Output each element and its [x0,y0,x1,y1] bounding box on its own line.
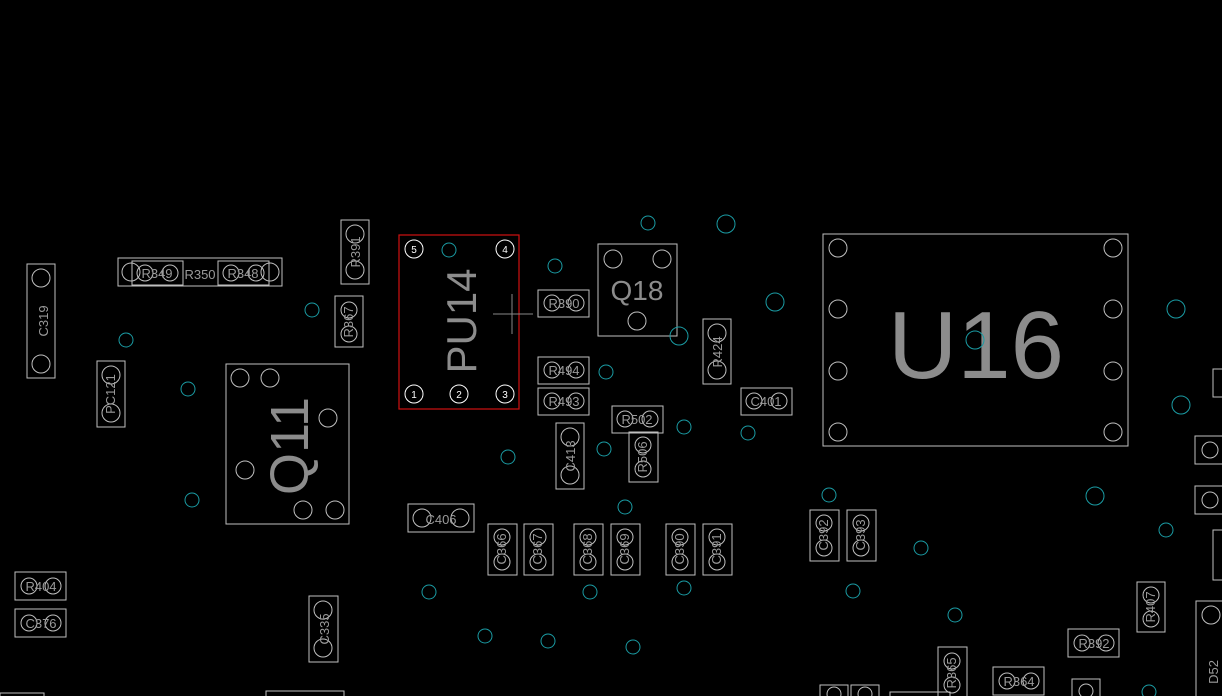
label-c368: C368 [580,533,595,564]
label-d52: D52 [1206,660,1221,684]
label-c401: C401 [750,394,781,409]
component-c406[interactable]: C406 [407,503,475,533]
component-c393[interactable]: C393 [846,509,877,562]
label-c366: C366 [494,533,509,564]
component-c319[interactable]: C319 [26,263,56,379]
component-r407[interactable]: R407 [1136,581,1166,633]
component-r404[interactable]: R404 [14,571,67,601]
component-r493[interactable]: R493 [537,387,590,416]
component-q18[interactable]: Q18 [597,243,678,337]
component-r502[interactable]: R502 [611,405,664,434]
component-r364[interactable]: R364 [992,666,1045,696]
label-c369: C369 [617,533,632,564]
component-d52[interactable]: D52 [1195,600,1222,696]
label-c319: C319 [36,305,51,336]
label-c392: C392 [816,519,831,550]
label-r506: R506 [635,441,650,472]
label-r407: R407 [1143,591,1158,622]
component-c367[interactable]: C367 [523,523,554,576]
component-c391[interactable]: C391 [702,523,733,576]
label-pu14: PU14 [438,268,485,373]
component-r506[interactable]: R506 [628,431,659,483]
label-c390: C390 [672,533,687,564]
label-r350: R350 [184,267,215,282]
crosshair-icon [493,294,533,334]
label-r424: R424 [710,336,725,367]
component-r390[interactable]: R390 [537,289,590,318]
component-r367[interactable]: R367 [334,295,364,348]
label-q11: Q11 [260,397,320,495]
label-r391: R391 [348,236,363,267]
component-c366[interactable]: C366 [487,523,518,576]
component-r391[interactable]: R391 [340,219,370,285]
label-pc121: PC121 [103,374,118,414]
component-c413[interactable]: C413 [555,422,585,490]
label-c413: C413 [563,440,578,471]
component-r424[interactable]: R424 [702,318,732,385]
component-c335[interactable]: C335 [308,595,339,663]
component-r350[interactable]: R350 [117,257,283,287]
component-partial-bottom[interactable] [0,678,1101,696]
label-r392: R392 [1078,636,1109,651]
pu14-pin-3: 3 [502,390,508,401]
label-r390: R390 [548,296,579,311]
label-q18: Q18 [611,275,664,306]
label-c335: C335 [317,613,332,644]
label-r493: R493 [548,394,579,409]
component-r392[interactable]: R392 [1067,628,1120,658]
component-c390[interactable]: C390 [665,523,696,576]
label-c406: C406 [425,512,456,527]
label-c367: C367 [530,533,545,564]
label-c393: C393 [853,519,868,550]
label-c376: C376 [25,616,56,631]
component-r494[interactable]: R494 [537,356,590,385]
label-r494: R494 [548,363,579,378]
label-r404: R404 [25,579,56,594]
label-r364: R364 [1003,674,1034,689]
component-pu14[interactable]: 5 4 1 2 3 PU14 [398,234,520,410]
component-r349[interactable]: R349 [131,260,184,286]
label-r502: R502 [621,412,652,427]
label-r349: R349 [141,266,172,281]
pu14-pin-4: 4 [502,245,508,256]
component-c376[interactable]: C376 [14,608,67,638]
component-q11[interactable]: Q11 [225,363,350,525]
label-c391: C391 [709,533,724,564]
component-r348[interactable]: R348 [217,260,270,286]
component-pc121[interactable]: PC121 [96,360,126,428]
component-u16[interactable]: U16 [822,233,1129,447]
pu14-pin-1: 1 [411,390,417,401]
pu14-pin-5: 5 [411,245,417,256]
component-c369[interactable]: C369 [610,523,641,576]
label-r348: R348 [227,266,258,281]
pu14-pin-2: 2 [456,390,462,401]
via-layer [118,214,1191,696]
component-r365[interactable]: R365 [937,646,968,696]
label-r367: R367 [341,306,356,337]
label-r365: R365 [944,657,959,688]
component-c392[interactable]: C392 [809,509,840,562]
component-c401[interactable]: C401 [740,387,793,416]
component-c368[interactable]: C368 [573,523,604,576]
label-u16: U16 [888,292,1064,399]
component-partial-right-1[interactable] [1194,368,1222,581]
